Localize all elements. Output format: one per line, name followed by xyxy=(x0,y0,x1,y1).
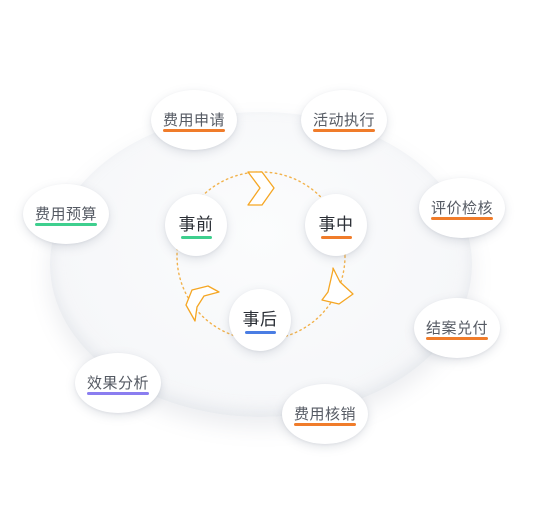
arrow-before-to-during xyxy=(247,171,275,206)
process-analysis: 效果分析 xyxy=(75,353,161,413)
stage-during: 事中 xyxy=(305,194,367,256)
process-execution: 活动执行 xyxy=(301,90,387,150)
process-application-underline xyxy=(162,129,225,132)
arrow-during-to-after xyxy=(321,267,354,305)
process-settlement-underline xyxy=(425,337,488,340)
stage-during-label: 事中 xyxy=(319,215,354,239)
process-evaluation-underline xyxy=(430,217,493,220)
stage-during-underline xyxy=(320,236,352,239)
process-budget-underline xyxy=(34,223,97,226)
process-writeoff-label: 费用核销 xyxy=(293,405,356,426)
stage-before-label: 事前 xyxy=(179,215,214,239)
process-settlement-label: 结案兑付 xyxy=(425,319,488,340)
process-application-label: 费用申请 xyxy=(162,111,225,132)
process-application: 费用申请 xyxy=(151,90,237,150)
stage-after: 事后 xyxy=(229,289,291,351)
process-settlement: 结案兑付 xyxy=(414,298,500,358)
process-writeoff-underline xyxy=(293,423,356,426)
process-budget: 费用预算 xyxy=(23,184,109,244)
stage-before: 事前 xyxy=(165,194,227,256)
stage-before-underline xyxy=(180,236,212,239)
process-budget-label: 费用预算 xyxy=(34,205,97,226)
process-analysis-underline xyxy=(86,392,149,395)
process-evaluation: 评价检核 xyxy=(419,178,505,238)
process-evaluation-label: 评价检核 xyxy=(430,199,493,220)
stage-after-underline xyxy=(244,331,276,334)
arrow-after-to-before xyxy=(185,285,220,322)
process-execution-underline xyxy=(312,129,375,132)
stage-after-label: 事后 xyxy=(243,310,278,334)
process-analysis-label: 效果分析 xyxy=(86,374,149,395)
process-writeoff: 费用核销 xyxy=(282,384,368,444)
process-execution-label: 活动执行 xyxy=(312,111,375,132)
